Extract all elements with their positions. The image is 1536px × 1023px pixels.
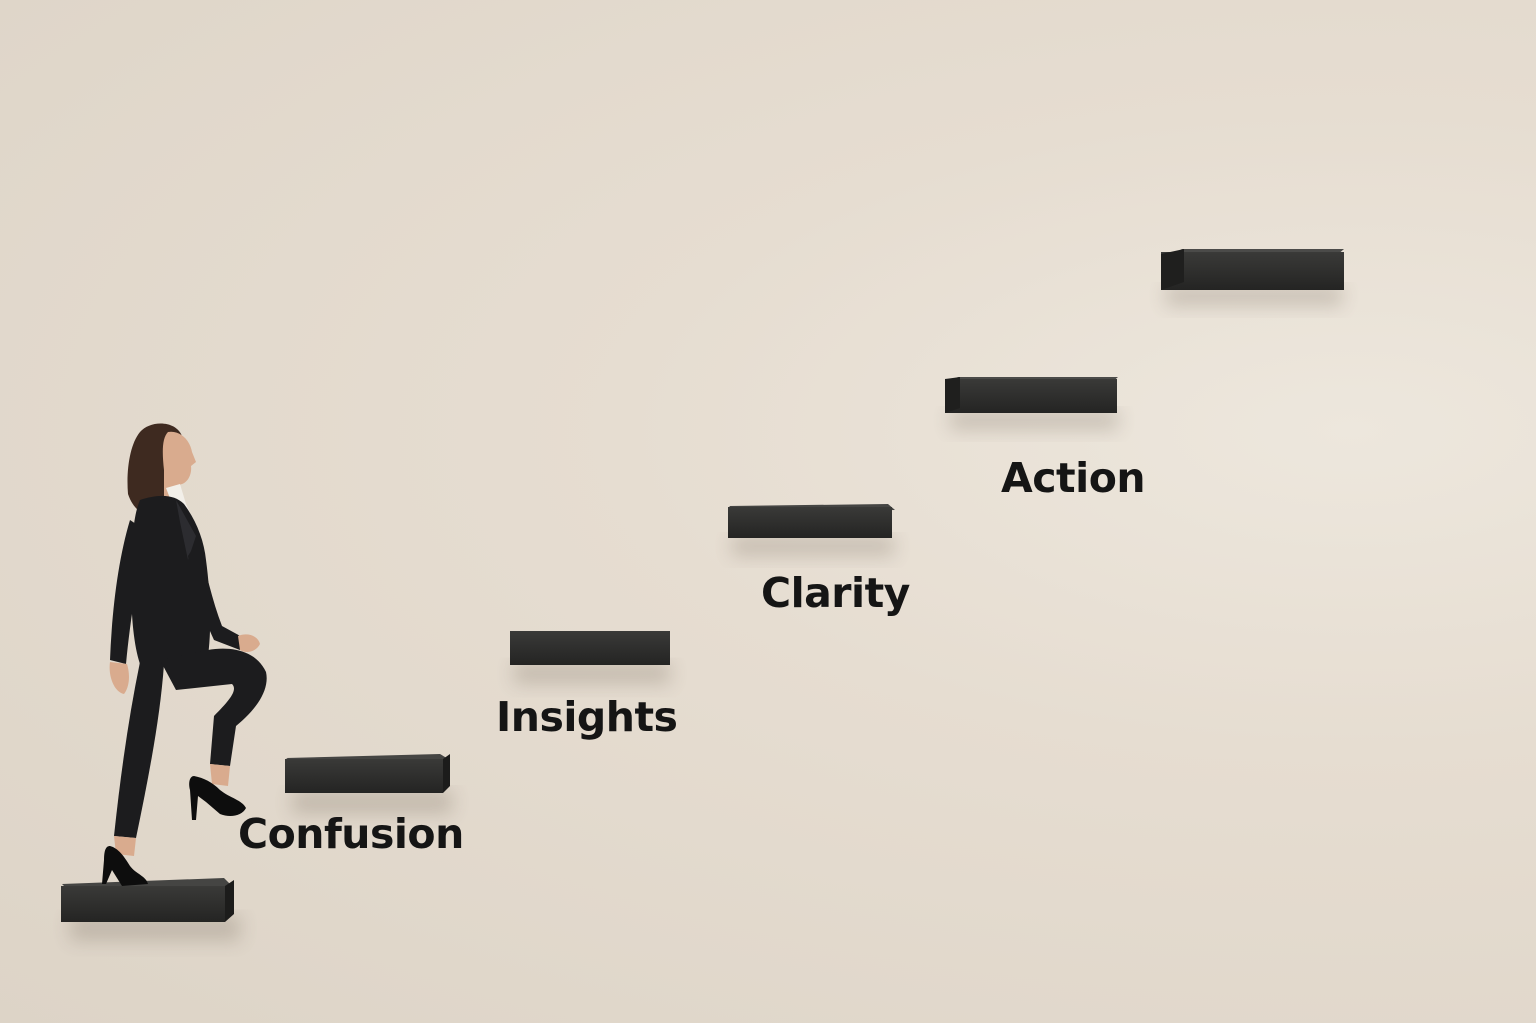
step-6 — [1161, 249, 1344, 290]
step-3 — [510, 631, 670, 665]
back-leg — [114, 662, 164, 838]
floating-steps — [61, 249, 1344, 922]
step-5 — [945, 377, 1118, 413]
front-arm — [188, 540, 244, 650]
label-confusion: Confusion — [238, 810, 464, 858]
face — [162, 431, 196, 498]
step-1 — [61, 878, 234, 922]
front-leg — [160, 648, 267, 766]
label-action: Action — [1001, 454, 1146, 502]
step-2 — [285, 754, 450, 793]
label-insights: Insights — [496, 693, 678, 741]
step-4 — [728, 504, 895, 538]
back-shoe — [102, 846, 148, 886]
label-clarity: Clarity — [761, 569, 910, 617]
businesswoman-figure — [102, 423, 267, 886]
front-shoe — [189, 776, 246, 820]
